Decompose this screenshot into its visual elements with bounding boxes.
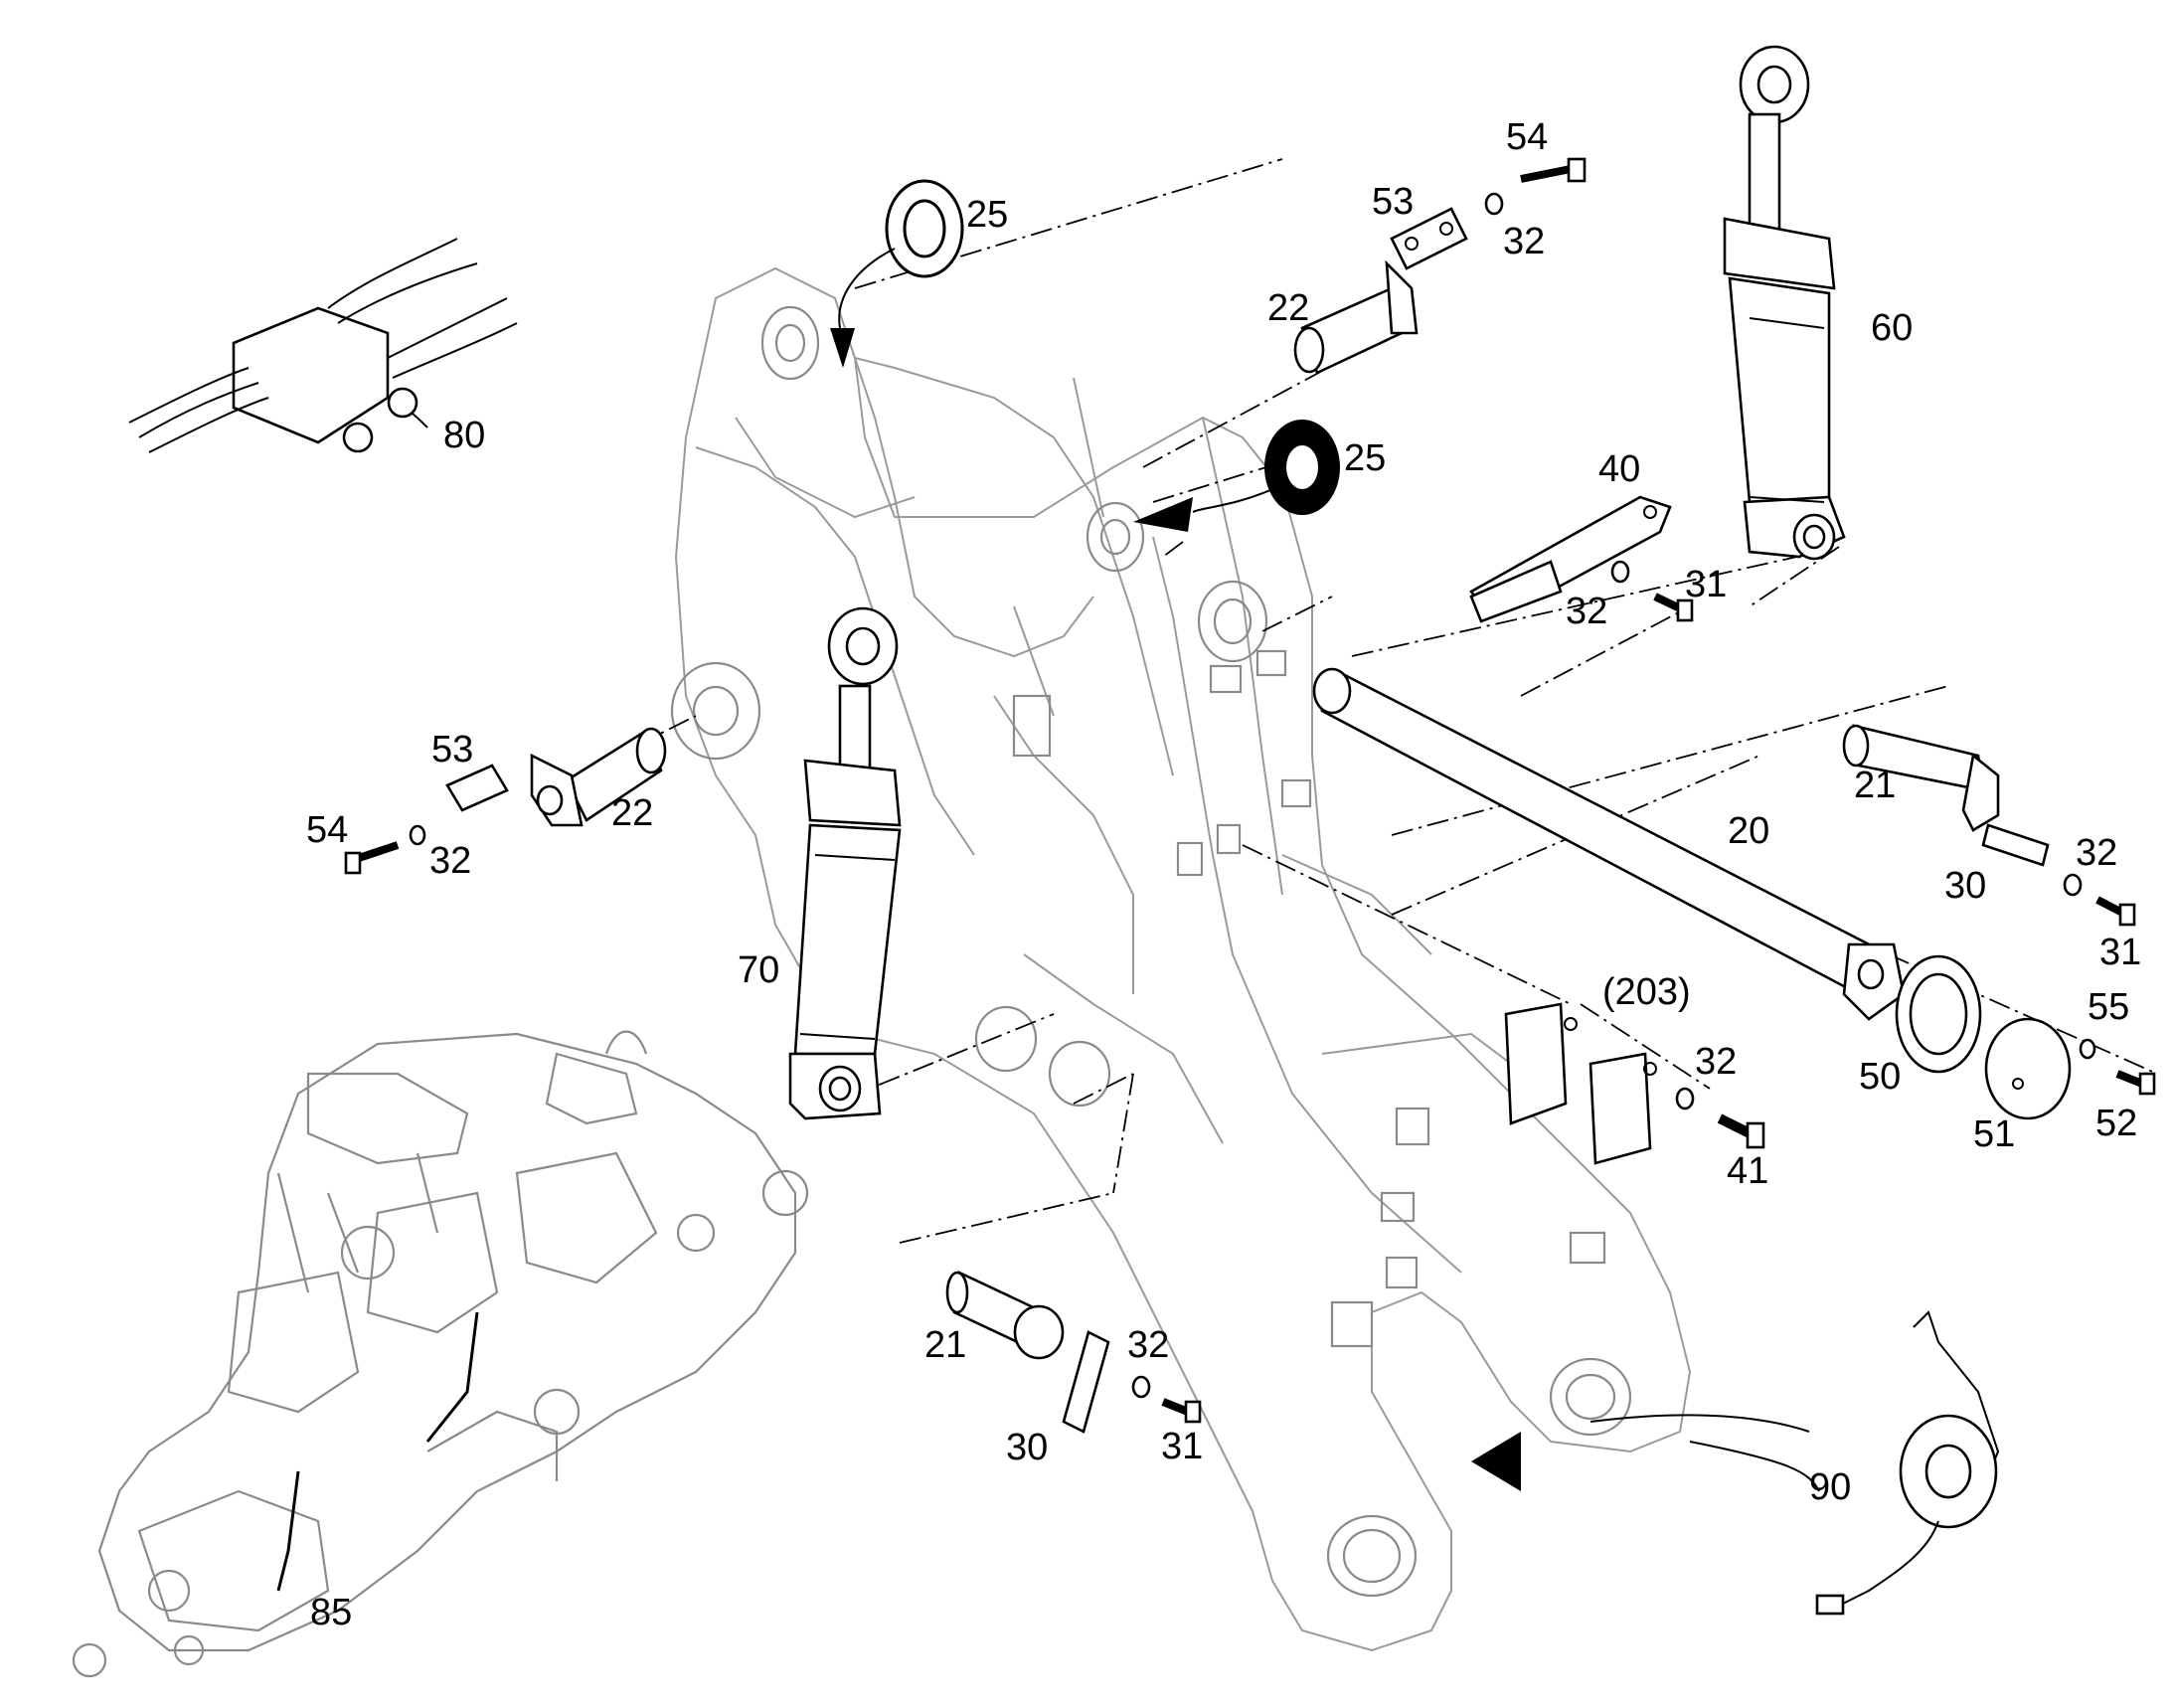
locking-plate-53-lower bbox=[445, 764, 509, 812]
callout-80: 80 bbox=[443, 415, 485, 456]
callout-20: 20 bbox=[1728, 810, 1769, 852]
callout-21: 21 bbox=[1854, 765, 1896, 806]
callout-25: 25 bbox=[1344, 437, 1386, 479]
callout-203: (203) bbox=[1602, 971, 1691, 1013]
plate-30-right bbox=[1981, 823, 2050, 867]
callout-60: 60 bbox=[1871, 307, 1913, 349]
valve-block-80 bbox=[128, 238, 518, 453]
plate-40 bbox=[1469, 495, 1672, 623]
plate-30-lower bbox=[1062, 1330, 1110, 1434]
callout-85: 85 bbox=[310, 1592, 352, 1633]
bolt-41 bbox=[1675, 1087, 1765, 1149]
pin-21-right bbox=[1842, 724, 2000, 832]
callout-50: 50 bbox=[1859, 1056, 1901, 1098]
bolt-31-upper bbox=[1610, 560, 1694, 622]
callout-31: 31 bbox=[2099, 932, 2141, 973]
callout-32: 32 bbox=[1127, 1324, 1169, 1366]
callout-40: 40 bbox=[1598, 448, 1640, 490]
sensor-90 bbox=[1471, 1310, 2000, 1616]
washer-25-lower bbox=[1133, 420, 1340, 532]
callout-30: 30 bbox=[1006, 1427, 1048, 1468]
callout-32: 32 bbox=[1566, 591, 1607, 632]
callout-54: 54 bbox=[1506, 116, 1548, 158]
pin-20 bbox=[1312, 667, 1906, 1021]
washer-25-upper bbox=[830, 179, 964, 368]
disc-51 bbox=[1984, 1017, 2072, 1120]
assembly-overview-85 bbox=[72, 1030, 809, 1678]
callout-53: 53 bbox=[1372, 181, 1414, 223]
callout-53: 53 bbox=[431, 729, 473, 770]
bolt-54-upper bbox=[1484, 157, 1587, 216]
callout-25: 25 bbox=[966, 194, 1008, 236]
pin-22-upper bbox=[1293, 259, 1419, 375]
callout-55: 55 bbox=[2088, 986, 2129, 1028]
hydraulic-cylinder-70 bbox=[788, 606, 902, 1120]
callout-41: 41 bbox=[1727, 1150, 1768, 1192]
callout-22: 22 bbox=[611, 792, 653, 834]
callout-32: 32 bbox=[429, 840, 471, 882]
callout-54: 54 bbox=[306, 809, 348, 851]
callout-21: 21 bbox=[924, 1324, 966, 1366]
callout-31: 31 bbox=[1685, 564, 1727, 605]
pin-22-lower bbox=[530, 727, 667, 827]
pin-21-lower bbox=[945, 1271, 1065, 1360]
bolt-31-lower bbox=[1131, 1375, 1202, 1424]
bolt-54-lower bbox=[344, 824, 426, 875]
bolt-52 bbox=[2079, 1038, 2156, 1096]
ring-50 bbox=[1895, 954, 1982, 1074]
locking-plate-53-upper bbox=[1390, 207, 1468, 270]
callout-52: 52 bbox=[2095, 1103, 2137, 1144]
callout-22: 22 bbox=[1267, 287, 1309, 329]
callout-30: 30 bbox=[1944, 865, 1986, 907]
callout-32: 32 bbox=[1695, 1041, 1737, 1083]
callout-51: 51 bbox=[1973, 1113, 2015, 1155]
cover-plate-203 bbox=[1504, 1002, 1657, 1165]
callout-70: 70 bbox=[738, 949, 779, 991]
callout-90: 90 bbox=[1809, 1466, 1851, 1508]
callout-labels: 25 54 53 32 22 60 80 25 40 31 32 53 22 5… bbox=[306, 116, 2141, 1633]
callout-32: 32 bbox=[1503, 221, 1545, 262]
bolt-31-right bbox=[2063, 873, 2136, 927]
hydraulic-cylinder-60 bbox=[1723, 45, 1846, 561]
callout-31: 31 bbox=[1161, 1426, 1203, 1467]
callout-32: 32 bbox=[2076, 832, 2117, 874]
